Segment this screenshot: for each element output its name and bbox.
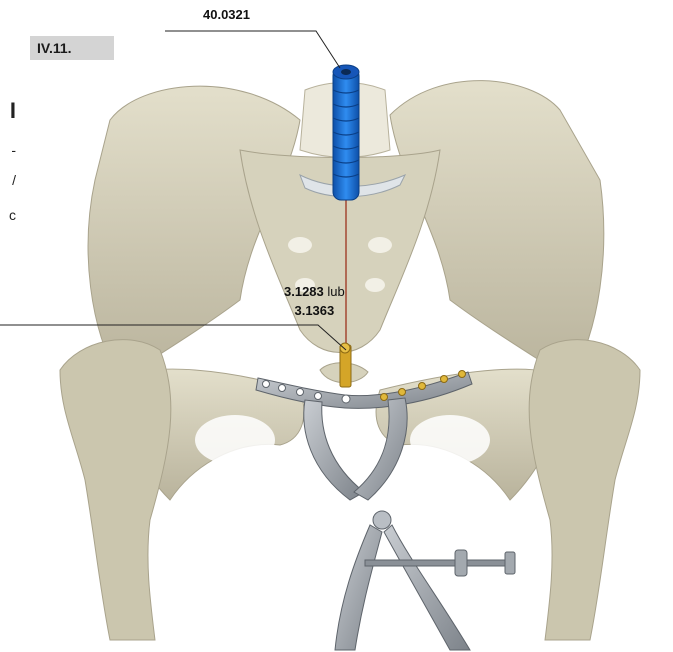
right-obturator-foramen [410,415,490,465]
conjunction-text: lub [327,284,344,299]
clipped-text-fragment: c [0,207,16,223]
sacral-foramen [288,237,312,253]
part-code: 3.1363 [294,303,334,318]
clipped-text-fragment: - [0,142,16,158]
callout-leader-top [165,31,340,68]
section-number-badge: IV.11. [30,36,114,60]
part-code-label-top: 40.0321 [203,7,250,22]
gold-screw-head [340,343,350,353]
left-obturator-foramen [195,415,275,465]
blue-sleeve-bore [341,69,351,75]
sacral-foramen [368,237,392,253]
part-code-label-middle: 3.1283 lub 3.1363 [284,282,345,320]
clipped-text-fragment: I [0,98,16,124]
part-code: 40.0321 [203,7,250,22]
right-iliac-wing [390,81,604,380]
right-femur [529,340,640,640]
clipped-text-fragment: / [0,172,16,188]
sacral-foramen [365,278,385,292]
left-femur [60,340,171,640]
part-code: 3.1283 [284,284,324,299]
